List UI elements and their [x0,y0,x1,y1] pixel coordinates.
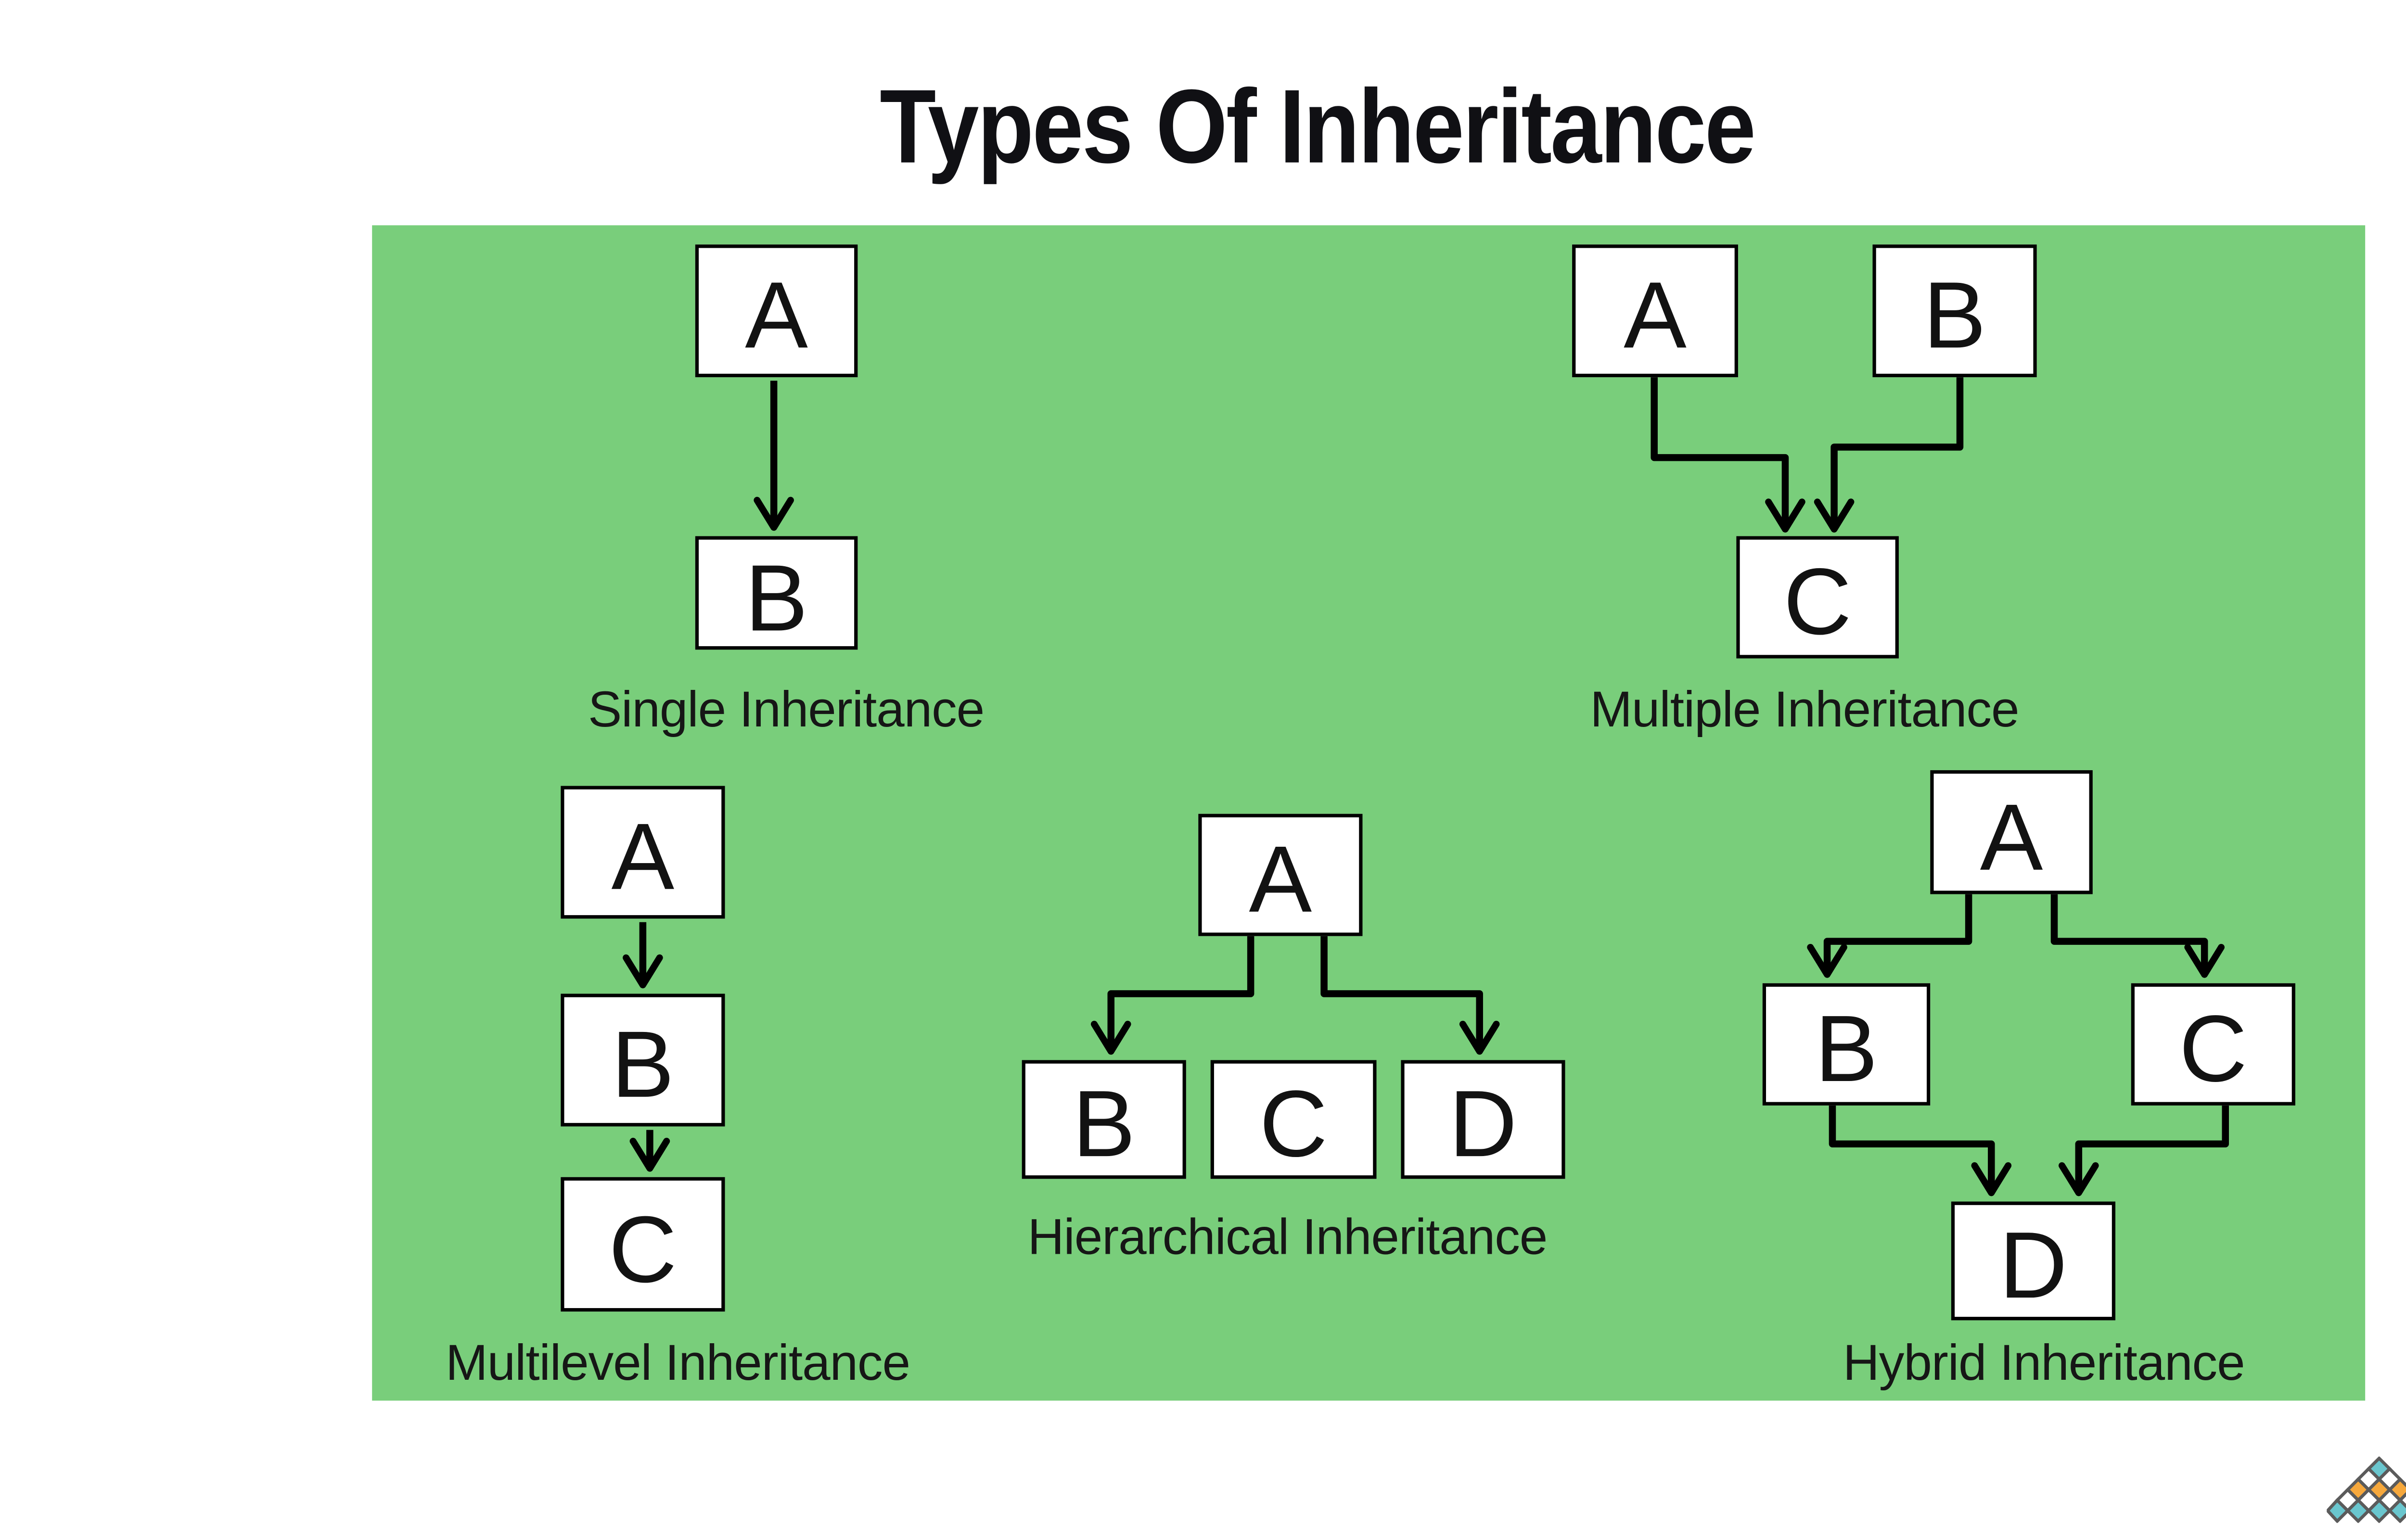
node-box-b: B [561,993,725,1127]
node-letter: B [1923,264,1986,369]
node-letter: A [1980,785,2043,890]
node-box-a: A [1198,814,1363,936]
node-letter: B [1815,997,1878,1102]
multiple-edge-b-c [1814,377,1964,533]
node-letter: A [611,805,675,910]
diagram-caption: Hierarchical Inheritance [1027,1210,1548,1266]
node-box-d: D [1401,1060,1565,1179]
node-letter: A [1624,264,1687,369]
diagram-caption: Single Inheritance [588,683,985,739]
interviewbit-logo-icon [2327,1456,2406,1523]
node-letter: C [2179,997,2248,1102]
node-letter: B [745,546,808,651]
hybrid-edge-a-c [2050,894,2225,978]
node-letter: D [1999,1213,2068,1319]
node-letter: A [745,264,808,369]
node-box-c: C [1736,536,1899,659]
page-title: Types Of Inheritance [880,68,1756,185]
hybrid-edge-a-b [1807,894,1972,978]
node-letter: B [1072,1072,1136,1177]
node-box-a: A [1572,244,1738,378]
node-box-b: B [1872,244,2037,378]
node-box-c: C [1210,1060,1377,1179]
hierarchical-edge-a-d [1320,936,1500,1055]
node-letter: A [1249,827,1312,933]
hybrid-edge-c-d [2059,1105,2229,1196]
node-box-a: A [561,786,725,919]
node-box-c: C [561,1177,725,1312]
hierarchical-edge-a-b [1090,936,1254,1055]
node-letter: B [611,1013,675,1118]
diagram-caption: Hybrid Inheritance [1843,1336,2245,1392]
node-box-b: B [1022,1060,1186,1179]
diagram-caption: Multilevel Inheritance [445,1336,910,1392]
node-box-d: D [1951,1201,2116,1321]
multiple-edge-a-c [1651,377,1805,533]
node-box-b: B [695,536,858,651]
node-box-a: A [1930,770,2093,894]
node-letter: C [1259,1072,1328,1177]
diagram-caption: Multiple Inheritance [1590,683,2019,739]
node-box-c: C [2131,983,2295,1106]
node-letter: C [1783,550,1852,655]
node-box-a: A [695,244,858,378]
node-letter: D [1449,1072,1517,1177]
node-box-b: B [1762,983,1931,1106]
node-letter: C [609,1197,677,1302]
hybrid-edge-b-d [1829,1105,2012,1196]
